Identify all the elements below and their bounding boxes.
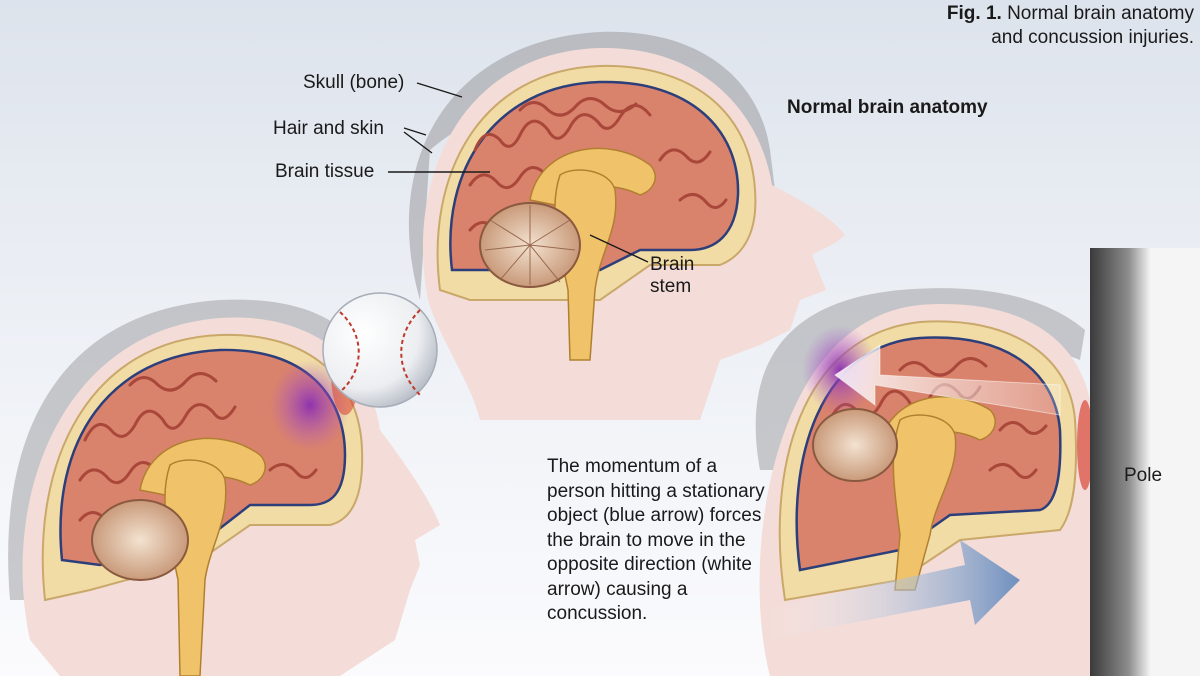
cerebellum-lines <box>484 205 576 285</box>
head-pole <box>755 288 1093 676</box>
pole <box>1090 248 1200 676</box>
leader-lines <box>388 82 649 263</box>
blue-arrow <box>760 540 1020 640</box>
figure-caption: Fig. 1. Normal brain anatomy and concuss… <box>947 2 1194 50</box>
label-skull: Skull (bone) <box>303 72 405 93</box>
caption-line1: Normal brain anatomy <box>1007 3 1194 24</box>
baseball <box>322 292 438 408</box>
cerebellum <box>812 408 898 482</box>
white-arrow <box>834 344 1061 416</box>
brain-stem <box>892 414 957 591</box>
caption-line2: and concussion injuries. <box>991 27 1194 48</box>
label-brain-stem-line2: stem <box>650 276 692 297</box>
label-brain-tissue: Brain tissue <box>275 161 375 182</box>
normal-anatomy-heading: Normal brain anatomy <box>787 97 988 118</box>
concussion-description: The momentum of a person hitting a stati… <box>547 456 765 624</box>
label-pole: Pole <box>1124 465 1163 486</box>
label-hair-skin: Hair and skin <box>273 118 384 139</box>
impact-redness <box>1077 400 1093 490</box>
caption-number: Fig. 1. <box>946 3 1002 24</box>
bruise-coup <box>270 360 350 450</box>
cerebellum <box>91 499 189 581</box>
label-brain-stem-line1: Brain <box>650 254 695 275</box>
head-normal <box>408 31 845 421</box>
head-baseball <box>8 292 441 676</box>
